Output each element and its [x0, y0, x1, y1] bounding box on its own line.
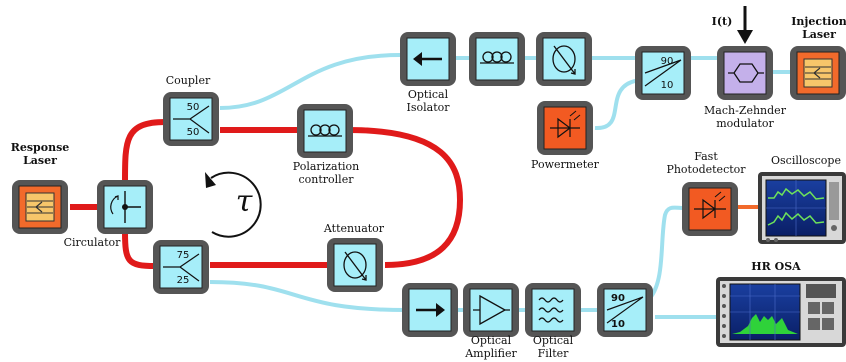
- label-line: Attenuator: [323, 222, 385, 235]
- lower-splitter-90-10: 90 10: [597, 283, 653, 337]
- label-line: Response: [11, 141, 70, 154]
- upper-splitter-90-10: 90 10: [635, 46, 691, 100]
- label-line: Amplifier: [464, 347, 517, 360]
- fiber-splitter-to-lower-chain: [209, 280, 406, 312]
- upper-split-ratio-bottom: 10: [661, 80, 674, 91]
- fast-photodetector: [682, 182, 738, 236]
- injection-laser: [790, 46, 846, 100]
- label-line: Mach-Zehnder: [704, 104, 787, 117]
- label-line: Powermeter: [531, 158, 600, 171]
- optical-amplifier: [463, 283, 519, 337]
- fiber-polarization-loop: [347, 127, 464, 268]
- upper-polarization-controller: [469, 32, 525, 86]
- polarization-controller: [297, 104, 353, 158]
- current-label: I(t): [712, 15, 733, 28]
- fiber-split-to-powermeter: [594, 78, 641, 131]
- oscilloscope: [758, 172, 846, 244]
- circulator-label: Circulator: [64, 236, 122, 249]
- label-line: Optical: [471, 334, 512, 347]
- mach-zehnder-modulator: [717, 46, 773, 100]
- hr-osa: [716, 277, 846, 347]
- label-line: Oscilloscope: [771, 154, 841, 167]
- splitter-ratio-bottom: 25: [177, 275, 190, 286]
- label-line: Optical: [408, 88, 449, 101]
- attenuator-label: Attenuator: [323, 222, 385, 235]
- circulator: [97, 180, 153, 234]
- label-line: controller: [299, 173, 355, 186]
- coupler-50-50: 50 50: [163, 92, 219, 146]
- label-line: modulator: [716, 117, 774, 130]
- lower-split-ratio-top: 90: [611, 293, 625, 304]
- label-line: Polarization: [293, 160, 359, 173]
- fiber-circulator-to-coupler: [122, 119, 166, 183]
- fiber-coupler-to-isolator: [219, 53, 401, 110]
- label-line: Optical: [533, 334, 574, 347]
- upper-attenuator: [536, 32, 592, 86]
- attenuator: [327, 238, 383, 292]
- response-laser: [12, 180, 68, 234]
- label-line: Photodetector: [666, 163, 746, 176]
- label-line: HR OSA: [751, 260, 801, 273]
- label-line: Circulator: [64, 236, 122, 249]
- fiber-connections: [70, 53, 795, 319]
- label-line: Laser: [23, 154, 57, 167]
- current-input-arrow: [737, 6, 753, 44]
- oscilloscope-label: Oscilloscope: [771, 154, 841, 167]
- tau-symbol: τ: [236, 184, 253, 219]
- coupler-ratio-bottom: 50: [187, 127, 200, 138]
- optical-isolator: [400, 32, 456, 86]
- hr-osa-label: HR OSA: [751, 260, 801, 273]
- delay-loop-symbol: τ: [205, 171, 262, 238]
- fiber-circulator-to-splitter: [122, 231, 156, 269]
- label-line: Isolator: [407, 101, 451, 114]
- coupler-label: Coupler: [166, 74, 211, 87]
- label-line: Laser: [802, 28, 836, 41]
- label-line: Fast: [694, 150, 718, 163]
- label-line: Filter: [538, 347, 570, 360]
- splitter-ratio-top: 75: [177, 250, 190, 261]
- splitter-75-25: 75 25: [153, 240, 209, 294]
- coupler-ratio-top: 50: [187, 102, 200, 113]
- powermeter: [537, 101, 593, 155]
- label-line: Injection: [791, 15, 846, 28]
- optical-filter: [525, 283, 581, 337]
- fiber-to-photodetector: [648, 205, 683, 300]
- upper-split-ratio-top: 90: [661, 56, 674, 67]
- lower-split-ratio-bottom: 10: [611, 319, 625, 330]
- lower-isolator: [402, 283, 458, 337]
- label-line: I(t): [712, 15, 733, 28]
- label-line: Coupler: [166, 74, 211, 87]
- powermeter-label: Powermeter: [531, 158, 600, 171]
